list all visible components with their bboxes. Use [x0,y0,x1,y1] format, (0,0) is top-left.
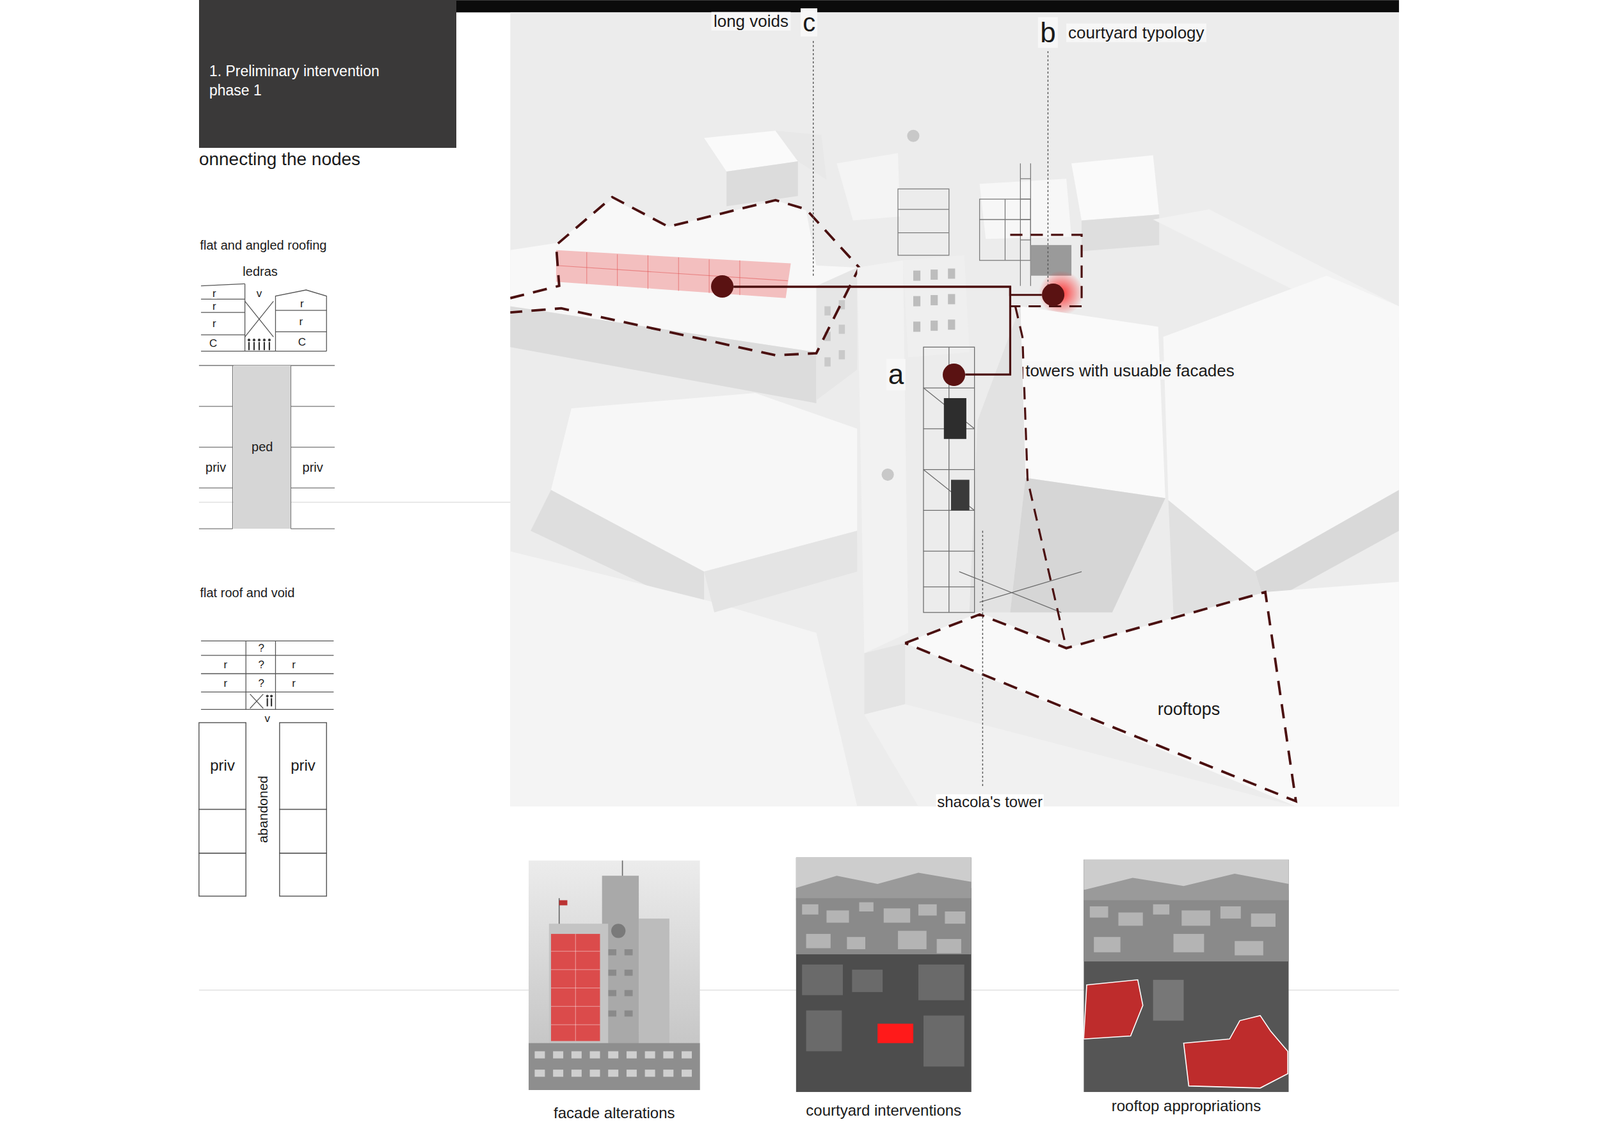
section-heading: flat and angled roofing [200,238,328,252]
floor-code: r [211,300,218,312]
dot-shape [711,275,734,298]
floor-code: r [298,297,306,309]
floor-code: r [298,316,305,328]
private-zone: priv [199,446,233,488]
landmark-label: shacola's tower [935,794,1044,810]
zone-label: long voids [711,12,791,31]
title-box: 1. Preliminary intervention phase 1 [199,0,457,148]
void-code: v [255,287,264,299]
unknown-use: ? [256,642,265,654]
section-heading: flat roof and void [200,586,296,600]
subtitle: onnecting the nodes [199,150,361,169]
void-code: v [263,712,272,724]
pedestrian-street: ped [233,365,291,529]
photo-panel: rooftop appropriations [1083,858,1289,1092]
floor-code: r [222,677,230,688]
zone-text: priv [209,757,235,774]
zone-letter: a [886,359,906,390]
floor-code: C [208,337,219,349]
photo-caption: facade alterations [553,1104,675,1122]
photo-caption: courtyard interventions [805,1101,962,1119]
node-dot-circle [942,363,966,386]
zone-label: courtyard typology [1066,23,1206,43]
floor-code: C [296,336,308,348]
zone-text: abandoned [256,775,270,843]
floor-code: r [222,658,230,670]
unknown-use: ? [256,658,265,670]
private-zone: priv [290,446,335,488]
area-label: rooftops [1156,700,1222,719]
zone-letter: c [800,8,818,37]
zone-text: priv [205,460,226,475]
floor-code: r [290,658,297,670]
photo-panel: courtyard interventions [796,856,972,1092]
zone-text: priv [302,460,324,475]
zone-letter: b [1038,17,1058,48]
node-dot: long voidsc [711,275,734,298]
private-zone: priv [199,722,246,810]
floor-code: r [290,677,297,688]
floor-code: r [211,287,218,299]
node-dot-circle [1041,283,1065,306]
street-name: ledras [242,264,278,278]
zone-text: ped [251,439,273,454]
photo-caption: rooftop appropriations [1111,1097,1261,1115]
node-dot: atowers with usuable facades [942,363,966,386]
dot-shape [1041,283,1065,306]
floor-code: r [211,318,218,329]
node-dot-circle [711,275,734,298]
unknown-use: ? [256,677,265,688]
connector [733,286,1010,375]
private-zone: priv [279,722,327,810]
photo-panel: facade alterations [528,860,701,1090]
abandoned-alley: abandoned [245,722,280,896]
zone-text: priv [290,757,316,774]
node-dot: bcourtyard typology [1041,283,1065,306]
zone-label: towers with usuable facades [1023,360,1237,380]
dot-shape [942,363,966,386]
title-text: 1. Preliminary intervention phase 1 [209,61,421,100]
connector [733,286,1042,296]
